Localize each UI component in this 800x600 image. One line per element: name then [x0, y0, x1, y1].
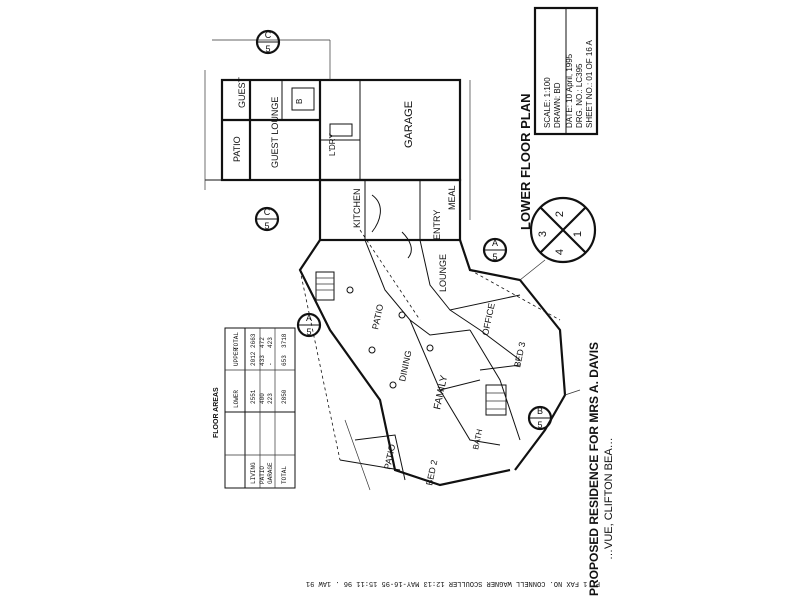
room-family: FAMILY [432, 374, 450, 411]
room-bath: B [295, 99, 304, 104]
stairs [315, 271, 507, 416]
svg-text:5: 5 [306, 327, 311, 337]
title-date: DATE: 10 April, 1995 [565, 53, 574, 128]
svg-text:B: B [537, 406, 543, 416]
section-marker-left: C 5 [254, 206, 280, 232]
title-drg-no: DRG. NO.: LC395 [575, 63, 584, 128]
svg-text:C: C [264, 207, 271, 217]
svg-text:A: A [306, 313, 312, 323]
floor-areas-heading: FLOOR AREAS [213, 387, 220, 438]
title-drawn: DRAWN: BD [553, 82, 562, 128]
north-arrow: 2 1 3 4 [529, 196, 597, 264]
svg-text:PATIO: PATIO [259, 466, 266, 484]
svg-text:2551: 2551 [250, 389, 257, 404]
title-scale: SCALE: 1:100 [543, 77, 552, 128]
svg-text:2012: 2012 [250, 351, 257, 366]
svg-text:2663: 2663 [250, 333, 257, 348]
svg-text:C: C [265, 30, 272, 40]
svg-text:A: A [492, 238, 498, 248]
project-line-2: …VUE, CLIFTON BEA… [603, 437, 615, 560]
compass-q2: 2 [554, 211, 566, 217]
svg-text:TOTAL: TOTAL [233, 332, 240, 350]
room-dining: DINING [397, 350, 413, 383]
floor-areas-table: FLOOR AREAS LOWER UPPER TOTAL LIVING 255… [213, 327, 296, 489]
room-bed3: BED 3 [512, 341, 527, 369]
room-patio-mid: PATIO [370, 303, 385, 330]
project-line-1: PROPOSED RESIDENCE FOR MRS A. DAVIS [587, 342, 601, 596]
svg-text:400: 400 [259, 393, 266, 404]
svg-text:LOWER: LOWER [233, 390, 240, 408]
svg-text:472: 472 [259, 337, 266, 348]
svg-text:5: 5 [264, 221, 269, 231]
svg-text:653: 653 [281, 355, 288, 366]
svg-text:223: 223 [267, 393, 274, 404]
compass-q4: 4 [554, 249, 566, 255]
svg-text:UPPER: UPPER [233, 348, 240, 366]
room-office: OFFICE [480, 302, 497, 336]
section-marker-top: C 5 [255, 29, 281, 55]
compass-q3: 3 [537, 231, 549, 237]
title-sheet-no: SHEET NO.: 01 OF 16 A [585, 39, 594, 128]
room-kitchen: KITCHEN [352, 188, 362, 228]
room-entry: ENTRY [432, 210, 442, 240]
room-guest: GUEST [237, 76, 247, 108]
upper-wing-walls [204, 39, 471, 220]
svg-text:423: 423 [267, 337, 274, 348]
svg-text:2850: 2850 [281, 389, 288, 404]
svg-text:433: 433 [259, 355, 266, 366]
room-labels: GUEST PATIO GUEST LOUNGE GARAGE B L'DRY … [232, 76, 527, 486]
room-guest-lounge: GUEST LOUNGE [270, 97, 280, 168]
svg-text:5: 5 [537, 420, 542, 430]
room-bath-2: BATH [471, 428, 484, 450]
plan-title: LOWER FLOOR PLAN [518, 94, 533, 231]
svg-text:5: 5 [265, 44, 270, 54]
curved-wing-walls [298, 229, 581, 491]
section-marker-west: A 5 [296, 312, 322, 338]
svg-text:TOTAL: TOTAL [281, 466, 288, 484]
section-marker-east: A 5 [482, 237, 508, 263]
title-block: SCALE: 1:100 DRAWN: BD DATE: 10 April, 1… [518, 6, 615, 596]
svg-text:3718: 3718 [281, 333, 288, 348]
svg-text:LIVING: LIVING [250, 462, 257, 484]
room-patio-top: PATIO [232, 136, 242, 162]
room-meal: MEAL [447, 185, 457, 210]
room-ldry: L'DRY [328, 133, 337, 156]
svg-text:5: 5 [492, 252, 497, 262]
svg-text:-: - [267, 362, 274, 366]
section-marker-south: B 5 [527, 405, 553, 431]
room-garage: GARAGE [403, 101, 415, 148]
room-lounge: LOUNGE [438, 254, 448, 292]
svg-text:GARAGE: GARAGE [267, 462, 274, 484]
compass-q1: 1 [572, 231, 584, 237]
kitchen-wing-walls [318, 178, 462, 259]
columns [346, 286, 434, 389]
fax-header: P. 1 FAX NO. CONNELL WAGNER SCOULLER 12:… [306, 579, 600, 587]
room-bed2: BED 2 [424, 459, 439, 487]
